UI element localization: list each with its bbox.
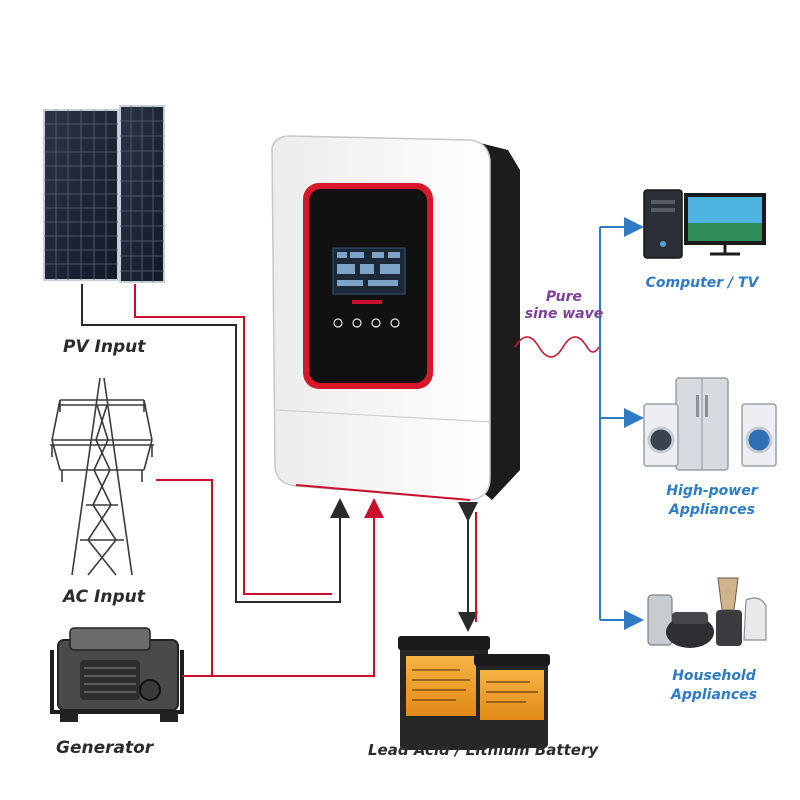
appliances-icon <box>643 377 777 471</box>
household-line1: Household <box>672 668 756 684</box>
generator-label: Generator <box>56 738 154 758</box>
battery-wire-dark <box>458 502 478 632</box>
pure-sine-wave-label: Pure sine wave <box>522 289 606 323</box>
transmission-tower-icon <box>50 377 154 576</box>
high-power-appliances-label: High-power Appliances <box>650 482 774 520</box>
household-line2: Appliances <box>670 687 758 703</box>
high-power-line1: High-power <box>666 483 758 499</box>
battery-icon <box>398 636 550 750</box>
high-power-line2: Appliances <box>668 502 756 518</box>
output-bus <box>599 217 644 630</box>
sine-wave <box>514 336 600 358</box>
computer-tv-icon <box>643 189 766 259</box>
ac-input-label: AC Input <box>63 587 145 607</box>
computer-tv-label: Computer / TV <box>645 275 759 291</box>
ac-wire-red <box>156 479 384 677</box>
household-appliances-label: Household Appliances <box>652 667 776 705</box>
pv-input-label: PV Input <box>63 337 146 357</box>
pv-wire-red <box>134 284 332 595</box>
pv-wire-dark <box>81 284 350 603</box>
battery-label: Lead Acid / Lithium Battery <box>368 741 599 759</box>
kitchen-appliances-icon <box>647 577 767 648</box>
pure-sine-line2: sine wave <box>524 306 604 322</box>
generator-icon <box>50 627 184 722</box>
inverter-icon <box>271 135 520 501</box>
pure-sine-line1: Pure <box>545 289 583 305</box>
solar-panel-icon <box>43 105 165 283</box>
